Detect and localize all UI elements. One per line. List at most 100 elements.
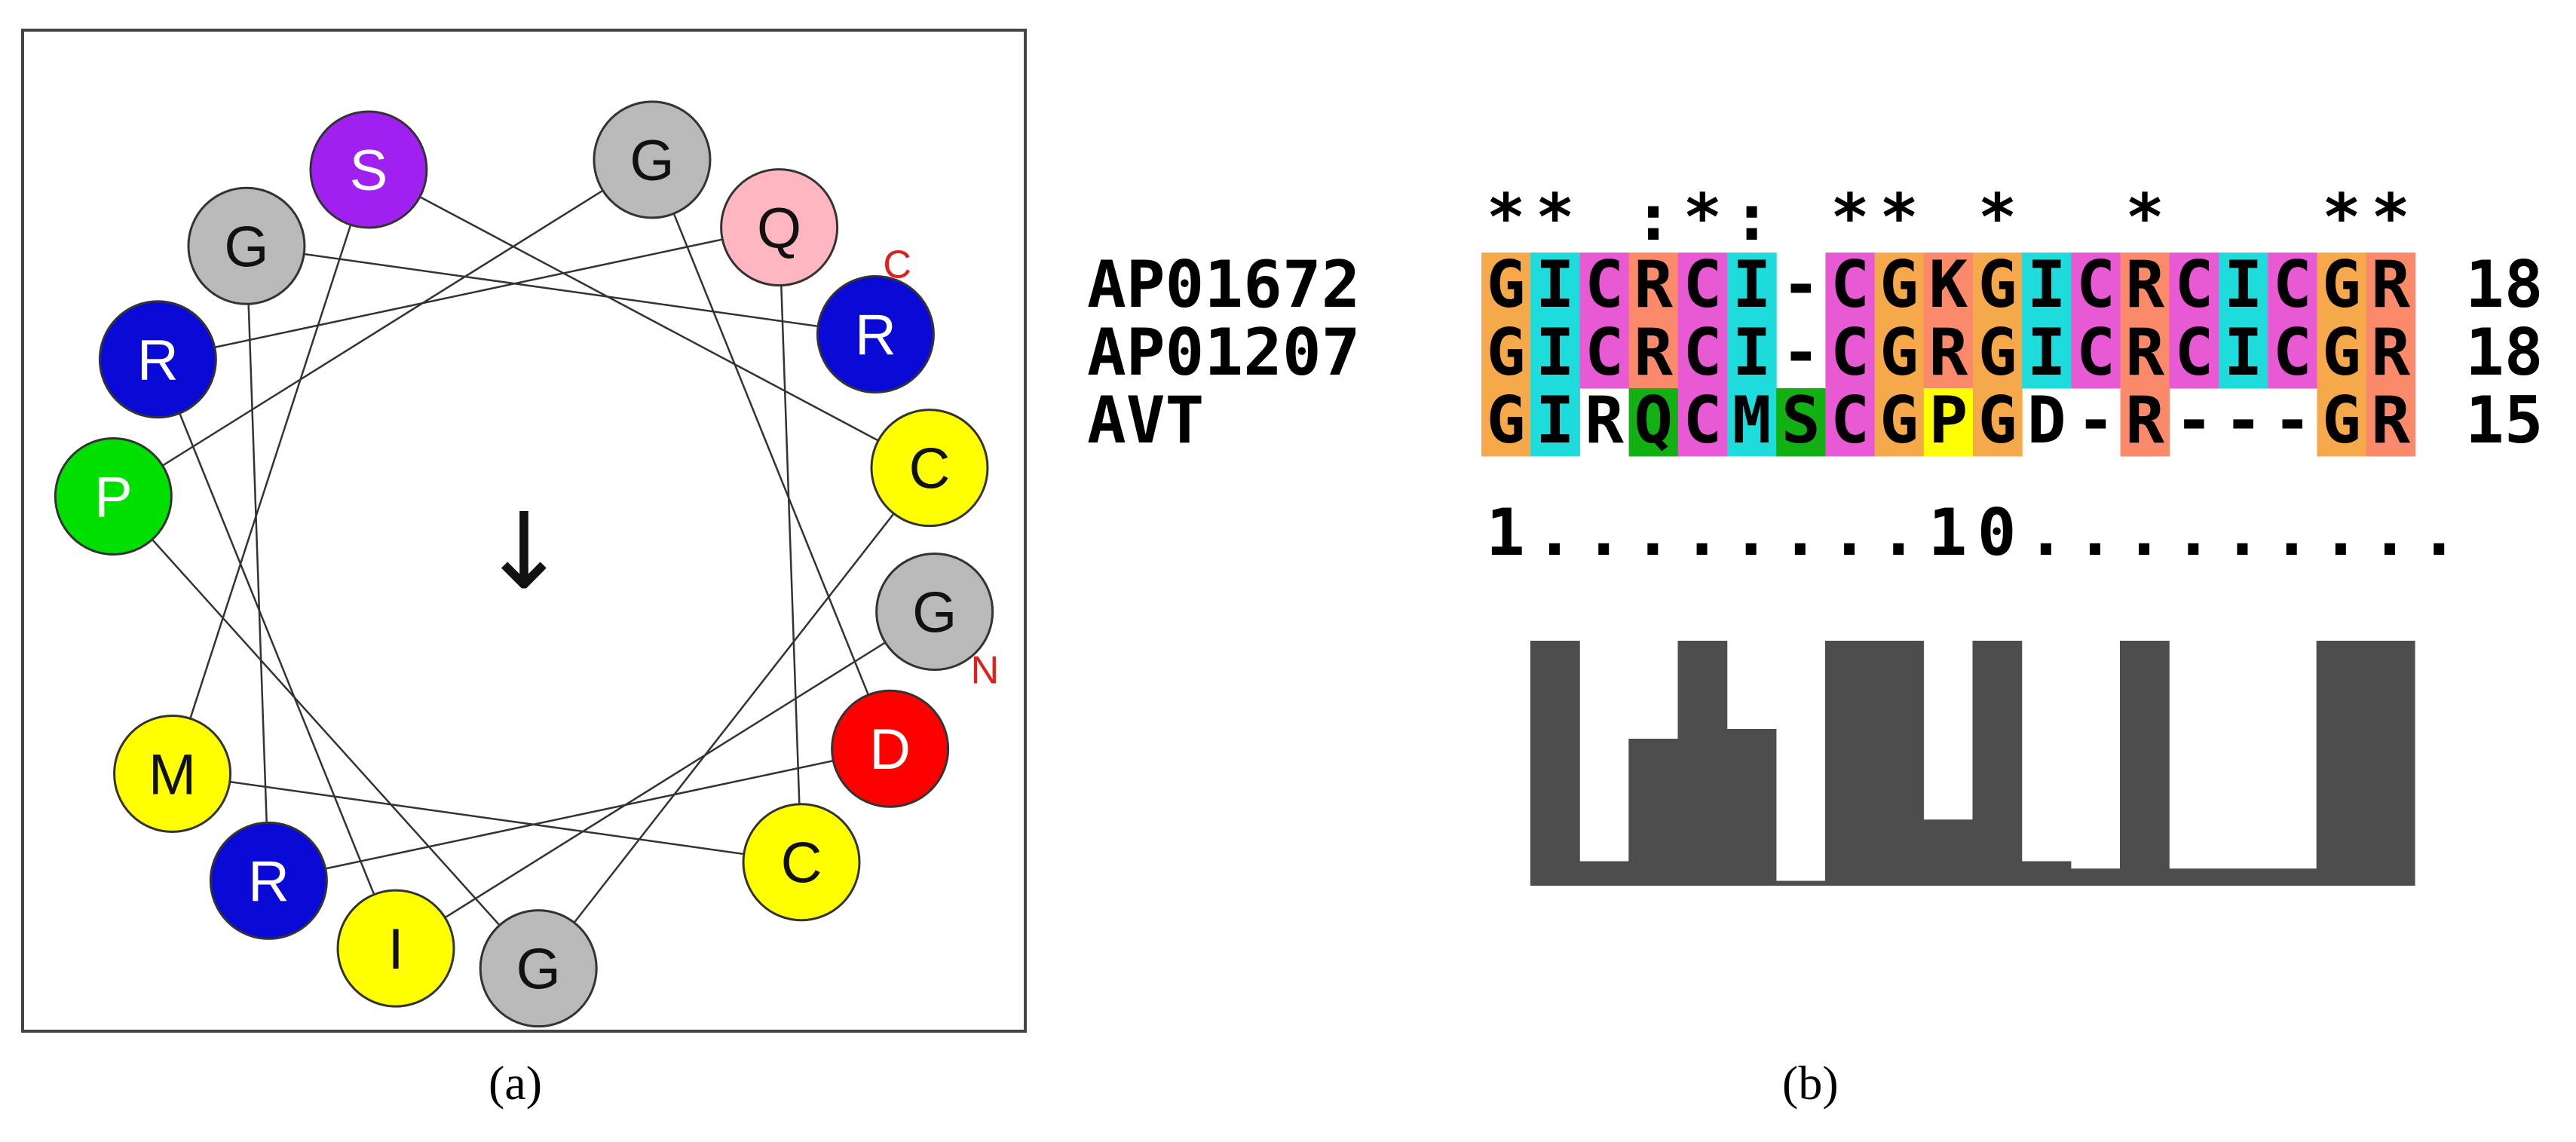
residue-circle [870, 409, 989, 528]
residue-m-6: M [113, 714, 232, 833]
aligned-residue: C [2273, 247, 2312, 323]
panel-a-label: (a) [489, 1056, 543, 1110]
residue-highlight [1973, 253, 2023, 321]
conservation-bar [1972, 641, 2023, 886]
residue-highlight [2219, 253, 2268, 321]
conservation-bar [2120, 641, 2170, 886]
aligned-residue: Q [1634, 383, 1673, 458]
helix-connection-line [245, 246, 270, 881]
residue-highlight [1579, 320, 1630, 389]
conservation-bar [2267, 868, 2317, 886]
residue-highlight [1973, 320, 2023, 389]
residue-highlight [1874, 388, 1925, 457]
aligned-residue: I [1536, 383, 1575, 458]
conservation-symbol: * [2125, 180, 2164, 256]
aligned-residue: C [1683, 383, 1723, 458]
sequence-name: AP01672 [1087, 247, 1360, 323]
residue-highlight [1677, 320, 1728, 389]
conservation-bar [1923, 819, 1974, 886]
helix-connections [112, 158, 936, 969]
aligned-residue: S [1781, 383, 1821, 458]
conservation-bar [1726, 729, 1777, 886]
sequence-length: 18 [2465, 247, 2544, 323]
residue-highlight [2317, 388, 2367, 457]
residue-highlight [1727, 320, 1777, 389]
residue-circle [593, 100, 712, 219]
helix-connection-line [368, 168, 930, 469]
conservation-symbol: : [1634, 180, 1673, 256]
sequence-name: AP01207 [1087, 315, 1360, 390]
residue-highlight [2366, 388, 2416, 457]
residue-highlight [1677, 388, 1728, 457]
residue-letter: G [629, 129, 674, 193]
residue-circle [479, 909, 598, 1028]
helix-connection-line [171, 169, 370, 774]
residue-highlight [2071, 253, 2121, 321]
residue-letter: G [912, 581, 957, 645]
aligned-residue: R [2371, 383, 2410, 458]
residue-highlight [1825, 320, 1876, 389]
residue-g-14: G [187, 186, 306, 305]
residue-highlight [2317, 320, 2367, 389]
residue-letter: R [137, 329, 179, 393]
aligned-residue: G [1879, 315, 1919, 390]
residue-letter: I [387, 917, 403, 981]
conservation-symbol: * [1683, 180, 1723, 256]
conservation-symbol: * [1978, 180, 2017, 256]
conservation-symbol: * [2322, 180, 2361, 256]
residue-highlight [2268, 253, 2317, 321]
aligned-residue: I [1536, 315, 1575, 390]
sequence-length: 15 [2465, 383, 2544, 458]
conservation-bar [2169, 868, 2219, 886]
aligned-residue: I [1732, 315, 1772, 390]
hydrophobic-moment-arrow: ↓ [479, 491, 568, 614]
residue-r-3: R [98, 300, 217, 419]
panel-b-label: (b) [1782, 1056, 1839, 1110]
residue-circle [336, 889, 455, 1008]
aligned-residue: C [1830, 315, 1870, 390]
residue-highlight [1874, 320, 1925, 389]
residue-highlight [1825, 388, 1876, 457]
aligned-residue: G [2322, 247, 2361, 323]
residue-highlight [1923, 253, 1974, 321]
aligned-residue: C [2273, 315, 2312, 390]
helix-connection-line [112, 158, 653, 498]
conservation-bar [2070, 868, 2121, 886]
residue-d-12: D [831, 689, 950, 808]
residue-highlight [2071, 320, 2121, 389]
conservation-histogram [1530, 641, 2415, 886]
aligned-residue: R [2371, 247, 2410, 323]
conservation-bar [2365, 641, 2415, 886]
aligned-residue: I [2027, 247, 2066, 323]
residue-g-9: G [479, 909, 598, 1028]
aligned-residue: C [2175, 247, 2214, 323]
aligned-residue: - [2175, 383, 2214, 458]
conservation-bar [1775, 880, 1826, 886]
conservation-symbol: * [1536, 180, 1575, 256]
residue-circle [54, 436, 173, 556]
residue-highlight [2169, 320, 2219, 389]
residue-letter: R [855, 304, 896, 368]
helix-connection-line [538, 467, 930, 969]
residue-highlight [1530, 388, 1580, 457]
aligned-residue: R [2371, 315, 2410, 390]
aligned-residue: C [2175, 315, 2214, 390]
residue-g-11: G [593, 100, 712, 219]
residue-highlight [1727, 253, 1777, 321]
aligned-residue: M [1732, 383, 1772, 458]
conservation-bar [1874, 641, 1924, 886]
aligned-residue: R [1634, 315, 1673, 390]
residue-g-1: G [875, 553, 994, 672]
aligned-residue: D [2027, 383, 2066, 458]
residue-highlight [2366, 320, 2416, 389]
residue-letter: R [248, 850, 289, 914]
aligned-residue: I [2027, 315, 2066, 390]
residue-highlight [1923, 320, 1974, 389]
aligned-residue: C [1585, 247, 1624, 323]
helix-connection-line [268, 747, 890, 882]
aligned-residue: R [2125, 247, 2164, 323]
residue-letter: G [224, 215, 268, 279]
sequence-length: 18 [2465, 315, 2544, 390]
